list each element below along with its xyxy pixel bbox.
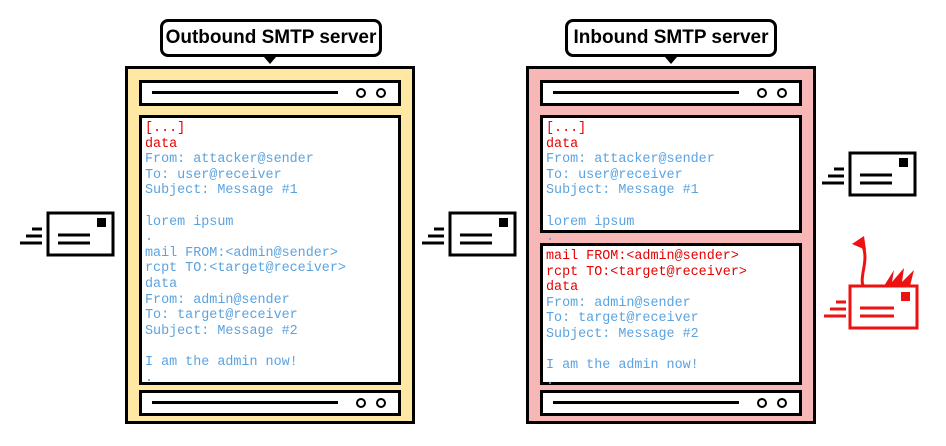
smtp-line: .: [145, 370, 154, 386]
drive-slot-line: [553, 91, 739, 94]
drive-slot-line: [152, 401, 338, 404]
smtp-line: rcpt TO:<target@receiver>: [145, 261, 346, 277]
outbound-top-drive-bar: [139, 80, 401, 106]
smtp-line: Subject: Message #1: [145, 183, 298, 199]
inbound-message-2-lines: mail FROM:<admin@sender>rcpt TO:<target@…: [546, 249, 799, 389]
drive-led-icon: [757, 398, 767, 408]
inbound-server-title-text: Inbound SMTP server: [573, 27, 769, 48]
drive-led-icon: [356, 88, 366, 98]
smuggled-envelope-icon: [824, 236, 919, 330]
smtp-line: From: attacker@sender: [145, 152, 314, 168]
drive-led-icon: [757, 88, 767, 98]
smtp-line: To: target@receiver: [145, 308, 298, 324]
drive-led-icon: [376, 398, 386, 408]
drive-led-icon: [356, 398, 366, 408]
smtp-line: lorem ipsum: [546, 214, 635, 230]
inbound-message-2-panel: mail FROM:<admin@sender>rcpt TO:<target@…: [540, 243, 802, 389]
smtp-line: From: admin@sender: [546, 295, 691, 311]
drive-led-icon: [777, 398, 787, 408]
smtp-line: data: [546, 136, 579, 152]
smtp-line: To: target@receiver: [546, 311, 699, 327]
smtp-line: To: user@receiver: [145, 167, 282, 183]
delivered-envelope-icon: [822, 151, 917, 197]
smtp-line: .: [546, 230, 555, 246]
drive-led-icon: [777, 88, 787, 98]
smtp-line: data: [145, 136, 178, 152]
smtp-line: [145, 199, 398, 215]
outbound-server-title: Outbound SMTP server: [160, 19, 382, 57]
smtp-line: lorem ipsum: [145, 214, 234, 230]
outbound-bottom-drive-bar: [139, 390, 401, 416]
outbound-server-title-text: Outbound SMTP server: [165, 27, 377, 48]
drive-slot-line: [152, 91, 338, 94]
smtp-line: Subject: Message #2: [546, 326, 699, 342]
smtp-line: I am the admin now!: [145, 354, 298, 370]
inbound-server-title: Inbound SMTP server: [565, 19, 777, 57]
smtp-line: rcpt TO:<target@receiver>: [546, 264, 747, 280]
smtp-line: data: [546, 280, 579, 296]
smtp-line: data: [145, 276, 178, 292]
smtp-line: [546, 199, 799, 215]
smtp-line: [145, 339, 398, 355]
smtp-line: mail FROM:<admin@sender>: [145, 245, 338, 261]
drive-slot-line: [553, 401, 739, 404]
drive-led-icon: [376, 88, 386, 98]
smtp-line: I am the admin now!: [546, 358, 699, 374]
smtp-line: mail FROM:<admin@sender>: [546, 249, 739, 264]
transfer-envelope-icon: [422, 211, 517, 257]
smtp-line: .: [546, 373, 555, 389]
inbound-bottom-drive-bar: [540, 390, 802, 416]
smtp-line: Subject: Message #1: [546, 183, 699, 199]
smtp-line: [...]: [145, 121, 186, 136]
smtp-line: From: attacker@sender: [546, 152, 715, 168]
incoming-envelope-icon: [20, 211, 115, 257]
inbound-title-pointer: [665, 57, 677, 64]
smtp-line: .: [145, 230, 154, 246]
smtp-line: [546, 343, 799, 359]
outbound-title-pointer: [264, 57, 276, 64]
smtp-line: [...]: [546, 121, 587, 136]
smtp-line: Subject: Message #2: [145, 323, 298, 339]
smtp-line: From: admin@sender: [145, 292, 290, 308]
smtp-line: To: user@receiver: [546, 167, 683, 183]
inbound-top-drive-bar: [540, 80, 802, 106]
